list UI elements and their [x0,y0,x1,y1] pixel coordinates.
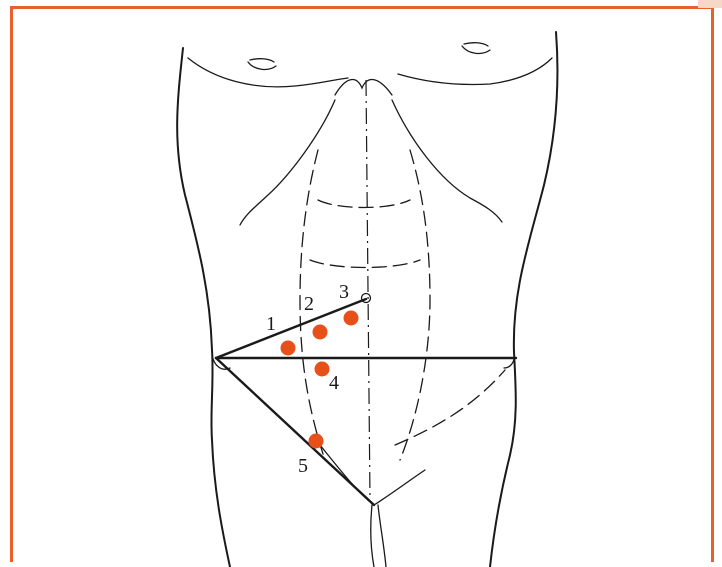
label-point-2: 2 [304,293,314,315]
midline [366,80,370,500]
label-point-3: 3 [339,281,349,303]
label-point-5: 5 [298,455,308,477]
torso-outline [177,32,557,567]
label-point-4: 4 [329,372,339,394]
rectus-muscle-contours [300,150,505,460]
point-4 [315,362,330,377]
label-point-1: 1 [266,313,276,335]
point-3 [344,311,359,326]
point-2 [313,325,328,340]
point-1 [281,341,296,356]
point-5 [309,434,324,449]
spine-to-pubis-line [216,358,374,505]
